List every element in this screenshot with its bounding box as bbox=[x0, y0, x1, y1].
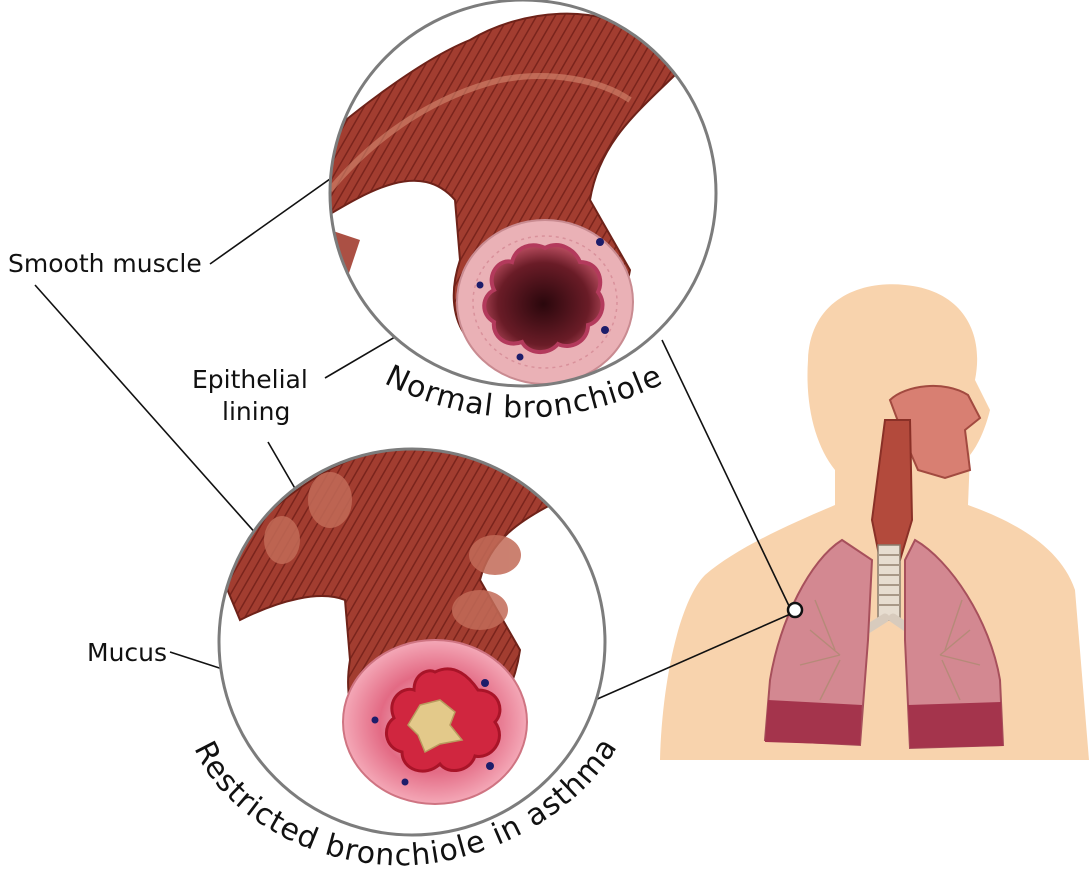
normal-epithelial-lining bbox=[484, 245, 602, 352]
label-lining: lining bbox=[222, 397, 290, 426]
lung-callout-marker bbox=[788, 603, 802, 617]
label-smooth-muscle: Smooth muscle bbox=[8, 249, 202, 278]
normal-bronchiole-view bbox=[290, 0, 716, 386]
trachea bbox=[878, 545, 900, 620]
restricted-bronchiole-view bbox=[215, 449, 605, 835]
label-epithelial: Epithelial bbox=[192, 365, 308, 394]
left-lung-base bbox=[765, 700, 862, 745]
label-mucus: Mucus bbox=[87, 638, 167, 667]
right-lung-base bbox=[908, 702, 1003, 748]
